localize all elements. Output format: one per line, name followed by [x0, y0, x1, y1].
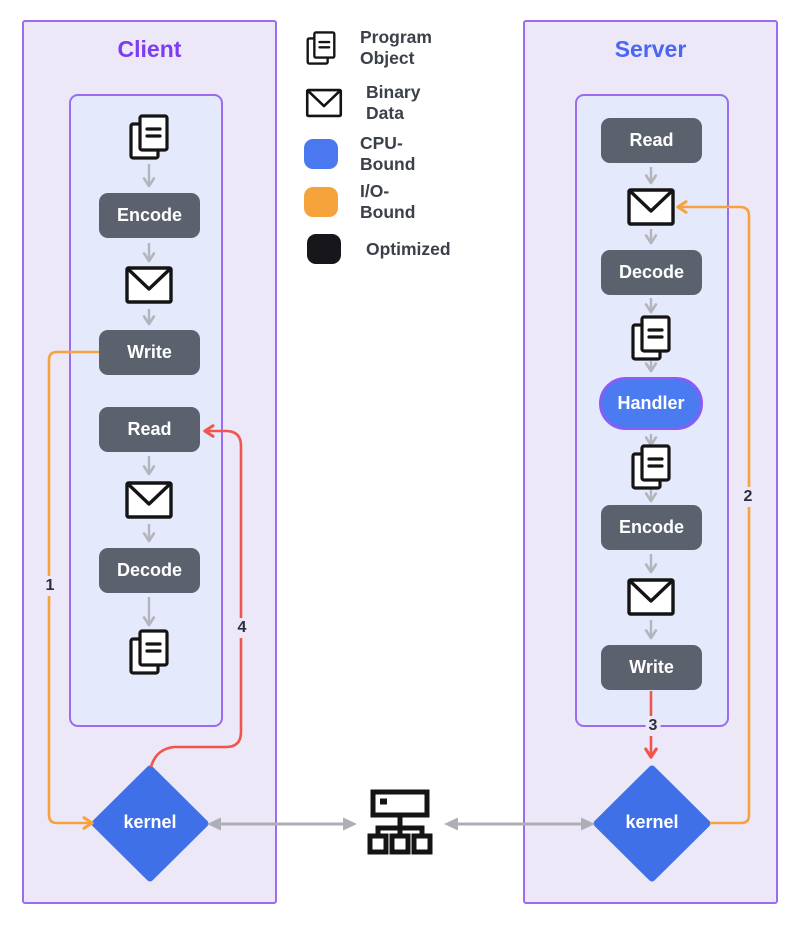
legend-item-binary-data: Binary Data: [304, 82, 421, 123]
legend-label: CPU-Bound: [360, 133, 416, 174]
client-write-node: Write: [99, 330, 200, 375]
legend-item-optimized: Optimized: [304, 231, 451, 267]
program-object-icon: [631, 444, 671, 490]
arrowhead: [207, 817, 221, 831]
client-encode-node: Encode: [99, 193, 200, 238]
legend-item-program-object: Program Object: [304, 27, 438, 68]
client-decode-node: Decode: [99, 548, 200, 593]
network-link-arrows: [207, 817, 595, 831]
binary-data-icon: [627, 188, 675, 226]
legend-item-io-bound: I/O-Bound: [304, 181, 421, 222]
network-icon: [367, 789, 433, 855]
binary-data-icon: [125, 266, 173, 304]
optimized-swatch: [304, 234, 344, 264]
step-label-3: 3: [645, 716, 661, 736]
io-path-2-kernel-to-data: [676, 200, 751, 825]
legend-label: Binary Data: [366, 82, 421, 123]
program-object-icon: [129, 114, 169, 160]
legend-label: Program Object: [360, 27, 432, 68]
server-read-node: Read: [601, 118, 702, 163]
binary-data-icon: [627, 578, 675, 616]
cpu-bound-swatch: [304, 139, 338, 169]
server-kernel-diamond: [593, 765, 711, 882]
server-panel-title: Server: [614, 36, 687, 62]
legend-item-cpu-bound: CPU-Bound: [304, 133, 421, 174]
legend-label: Optimized: [366, 238, 451, 259]
program-object-icon: [631, 315, 671, 361]
server-encode-node: Encode: [601, 505, 702, 550]
arrowhead: [581, 817, 595, 831]
io-bound-swatch: [304, 187, 338, 217]
server-handler-node: Handler: [599, 377, 703, 430]
binary-data-icon: [125, 481, 173, 519]
client-kernel-label: kernel: [123, 812, 177, 832]
io-path-4-kernel-to-read: [149, 424, 243, 768]
step-label-4: 4: [234, 618, 250, 638]
arrowhead: [343, 817, 357, 831]
arrowhead: [444, 817, 458, 831]
client-panel-title: Client: [117, 36, 182, 62]
legend-label: I/O-Bound: [360, 181, 416, 222]
program-object-icon: [129, 629, 169, 675]
step-label-1: 1: [42, 576, 58, 596]
client-read-node: Read: [99, 407, 200, 452]
step-label-2: 2: [740, 487, 756, 507]
server-decode-node: Decode: [601, 250, 702, 295]
client-kernel-diamond: [91, 765, 209, 882]
server-write-node: Write: [601, 645, 702, 690]
server-kernel-label: kernel: [625, 812, 679, 832]
